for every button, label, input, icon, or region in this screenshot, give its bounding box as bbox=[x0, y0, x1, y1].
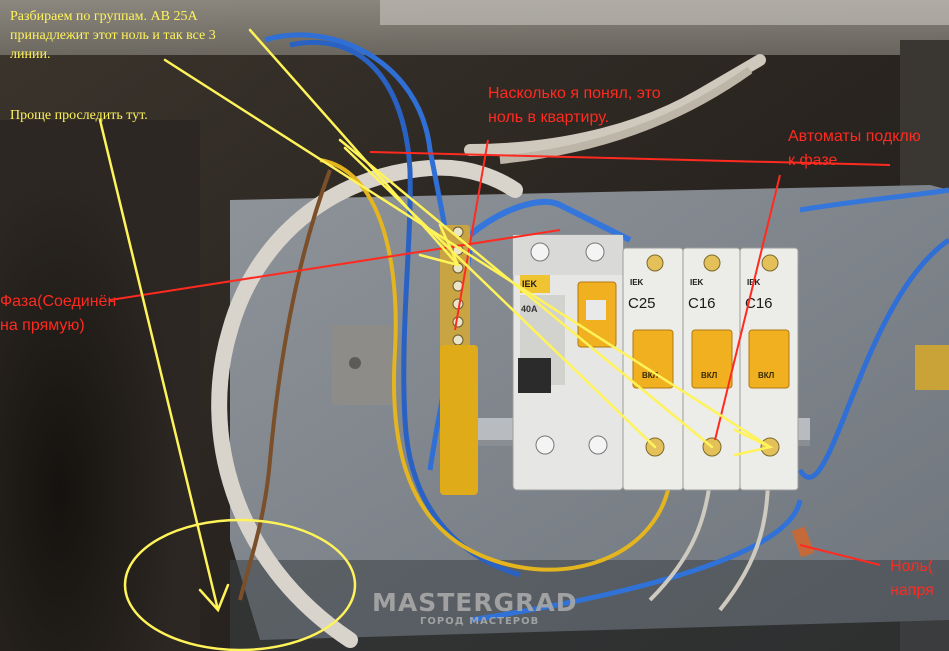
top-ceiling-strip bbox=[380, 0, 949, 25]
breaker-1-brand: IEK bbox=[630, 278, 644, 287]
breaker-2-rating: C16 bbox=[688, 295, 716, 312]
breakers-note: Автоматы подклю к фазе bbox=[788, 128, 921, 169]
blue-wire-6 bbox=[799, 187, 949, 213]
white-cable-top bbox=[464, 54, 766, 156]
phase-note: Фаза(Соединён на прямую) bbox=[0, 293, 117, 334]
group-note: Разбираем по группам. АВ 25А принадлежит… bbox=[10, 9, 216, 62]
right-bracket bbox=[915, 345, 949, 390]
breaker-2-brand: IEK bbox=[690, 278, 704, 287]
white-cable bbox=[211, 159, 523, 648]
breaker-1-switch-label: ВКЛ bbox=[642, 371, 659, 380]
blue-wire-2 bbox=[289, 39, 521, 578]
breaker-3 bbox=[739, 247, 799, 491]
trace-note: Проще проследить тут. bbox=[10, 108, 148, 123]
yellow-highlight-ellipse bbox=[123, 518, 357, 651]
blue-wire-1 bbox=[264, 32, 455, 261]
metal-clamp bbox=[332, 325, 392, 405]
blue-wire-3 bbox=[468, 198, 632, 243]
breaker-3-rating: C16 bbox=[745, 295, 773, 312]
rcd-brand-label: IEK bbox=[522, 279, 538, 289]
red-annotation-lines bbox=[109, 139, 891, 566]
wire-crimp bbox=[791, 526, 815, 558]
breaker-2-switch-label: ВКЛ bbox=[701, 371, 718, 380]
white-cable-top-2 bbox=[499, 66, 753, 164]
yellow-wire bbox=[319, 158, 670, 572]
blue-wire-5 bbox=[469, 499, 803, 623]
breaker-1-rating: C25 bbox=[628, 295, 656, 312]
rcd-rating-label: 40A bbox=[521, 304, 538, 314]
blue-wire-4 bbox=[797, 237, 949, 480]
breaker-2 bbox=[682, 247, 741, 491]
watermark-subtitle: ГОРОД МАСТЕРОВ bbox=[420, 616, 540, 627]
breaker-3-switch-label: ВКЛ bbox=[758, 371, 775, 380]
neutral-note: Насколько я понял, это ноль в квартиру. bbox=[488, 85, 661, 126]
yellow-insulator bbox=[440, 345, 478, 495]
clamp-screw bbox=[349, 357, 361, 369]
watermark-title: MASTERGRAD bbox=[372, 588, 578, 617]
yellow-annotation-arrows bbox=[98, 28, 774, 613]
cabinet-left-wall bbox=[0, 120, 200, 651]
zero-note: Ноль( напря bbox=[890, 558, 934, 599]
brown-wire bbox=[238, 169, 332, 601]
